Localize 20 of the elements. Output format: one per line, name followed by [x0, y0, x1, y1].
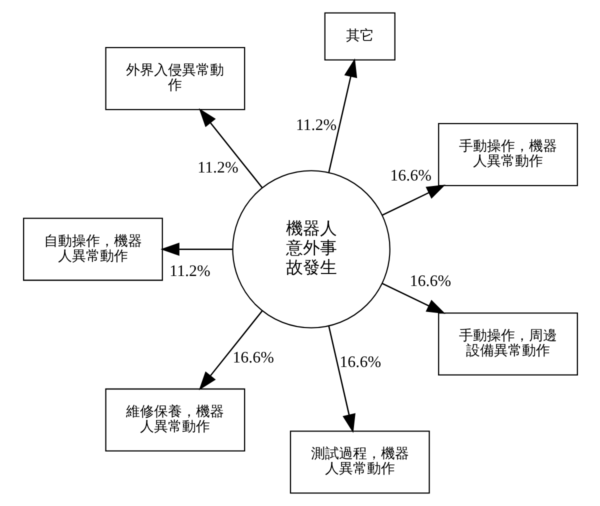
node-box: 外界入侵異常動作: [104, 47, 245, 110]
edge-label: 16.6%: [390, 167, 432, 184]
node-box: 自動操作，機器人異常動作: [22, 218, 162, 281]
node-box: 手動操作，機器人異常動作: [438, 123, 578, 186]
node-box: 測試過程，機器人異常動作: [289, 430, 430, 494]
node-box: 其它: [324, 12, 395, 61]
arrow: [382, 184, 446, 216]
edge-label: 16.6%: [339, 354, 381, 371]
edge-label: 11.2%: [295, 117, 336, 134]
edge-label: 16.6%: [232, 350, 274, 367]
arrow: [328, 58, 357, 173]
edge-label: 16.6%: [409, 272, 451, 290]
arrow: [198, 310, 262, 390]
arrow: [198, 108, 262, 188]
arrow: [160, 242, 232, 256]
node-box: 手動操作，周邊設備異常動作: [438, 312, 578, 376]
arrow: [382, 282, 445, 314]
arrow: [328, 326, 355, 433]
edge-label: 11.2%: [169, 263, 210, 280]
node-box: 維修保養，機器人異常動作: [104, 388, 245, 452]
